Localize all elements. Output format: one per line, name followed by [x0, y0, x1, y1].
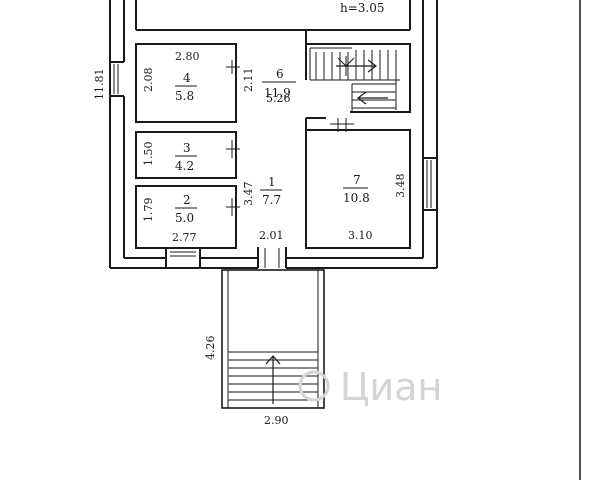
- dimension-label: 2.08: [142, 68, 155, 93]
- room-area: 10.8: [343, 191, 370, 205]
- room-area: 11.9: [264, 86, 291, 100]
- dimension-label: 11.81: [93, 69, 106, 101]
- room-2-label: 2 5.0: [175, 193, 197, 225]
- room-3-walls: [135, 131, 240, 179]
- room-area: 5.8: [175, 89, 194, 103]
- dimension-label: 3.47: [242, 182, 255, 207]
- dimension-label: 2.77: [172, 231, 197, 244]
- dimension-label: 2.80: [175, 50, 200, 63]
- room-4-label: 4 5.8: [175, 71, 197, 103]
- staircase: [305, 30, 411, 113]
- room-number: 2: [183, 193, 191, 207]
- dimension-label: 3.48: [394, 174, 407, 199]
- room-number: 6: [276, 67, 284, 81]
- room-number: 4: [183, 71, 191, 85]
- dimension-label: 2.01: [259, 229, 284, 242]
- ceiling-height: h=3.05: [340, 1, 385, 15]
- room-4-walls: [135, 43, 240, 123]
- dimension-label: 3.10: [348, 229, 373, 242]
- dimension-label: 1.79: [142, 198, 155, 223]
- dimension-label: 5.26: [266, 92, 291, 105]
- room-6-label: 6 11.9: [262, 67, 296, 100]
- room-area: 7.7: [262, 193, 281, 207]
- room-number: 3: [183, 141, 191, 155]
- room-3-label: 3 4.2: [175, 141, 197, 173]
- room-1-label: 1 7.7: [260, 175, 282, 207]
- dimension-label: 1.50: [142, 142, 155, 167]
- room-number: 7: [353, 173, 361, 187]
- entrance-porch: [221, 269, 325, 409]
- watermark-logo: [298, 370, 330, 402]
- room-number: 1: [268, 175, 276, 189]
- top-room: [135, 0, 411, 31]
- dimension-label: 4.26: [204, 336, 217, 361]
- dimension-label: 2.90: [264, 414, 289, 427]
- watermark: Циан: [340, 365, 442, 409]
- room-area: 4.2: [175, 159, 194, 173]
- room-7-label: 7 10.8: [343, 173, 370, 205]
- room-2-walls: [135, 185, 240, 249]
- dimension-label: 2.11: [242, 68, 255, 93]
- outer-walls: [109, 0, 438, 269]
- room-area: 5.0: [175, 211, 194, 225]
- room-7-walls: [305, 117, 411, 249]
